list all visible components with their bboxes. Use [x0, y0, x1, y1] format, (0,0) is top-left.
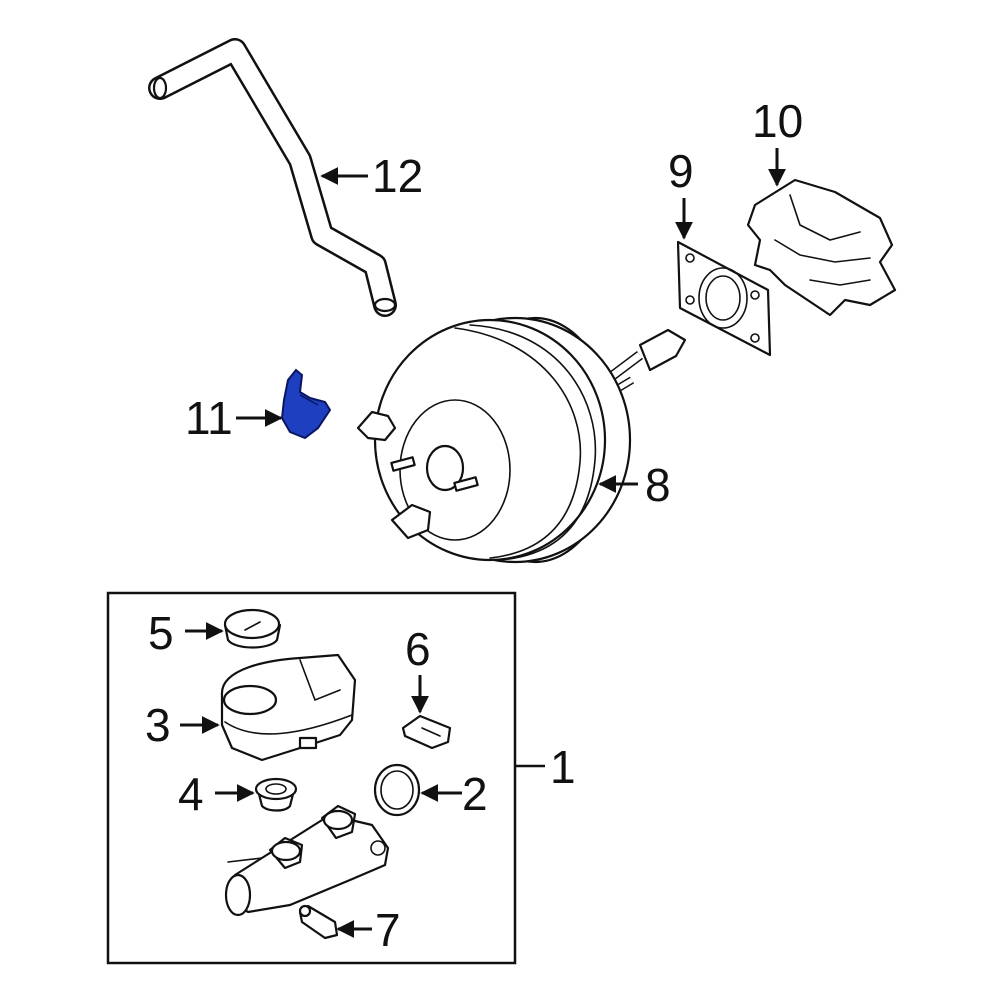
- o-ring[interactable]: [373, 763, 421, 817]
- gasket[interactable]: [676, 240, 772, 357]
- callout-5: 5: [148, 607, 174, 659]
- pressure-sensor[interactable]: [298, 904, 339, 940]
- grommet[interactable]: [254, 777, 298, 812]
- assembly-box: [106, 591, 517, 965]
- callout-10: 10: [752, 95, 803, 147]
- callout-1: 1: [550, 741, 576, 793]
- insulator[interactable]: [746, 178, 897, 317]
- callout-4: 4: [178, 768, 204, 820]
- sensor-clip[interactable]: [401, 714, 452, 750]
- vacuum-hose[interactable]: [148, 38, 397, 317]
- master-cylinder[interactable]: [224, 804, 390, 917]
- callout-2: 2: [462, 768, 488, 820]
- callout-8: 8: [645, 459, 671, 511]
- callout-6: 6: [405, 623, 431, 675]
- callout-7: 7: [375, 904, 401, 956]
- callout-9: 9: [668, 145, 694, 197]
- callout-3: 3: [145, 699, 171, 751]
- reservoir[interactable]: [220, 653, 357, 762]
- callout-11: 11: [185, 392, 233, 444]
- clip-icon[interactable]: [280, 368, 332, 440]
- callout-12: 12: [372, 150, 423, 202]
- reservoir-cap[interactable]: [223, 608, 282, 649]
- brake-booster[interactable]: [356, 316, 687, 564]
